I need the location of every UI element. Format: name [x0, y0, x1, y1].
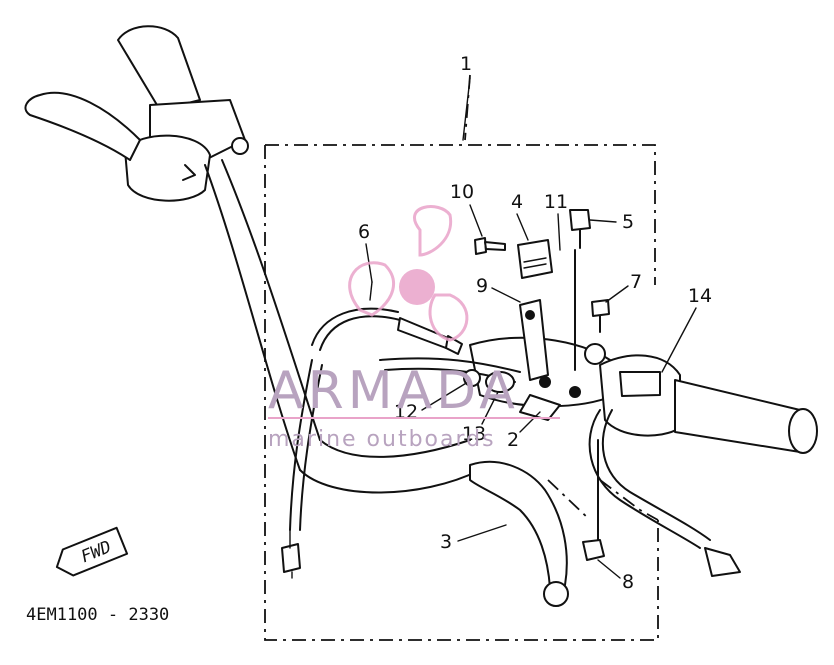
callout-10: 10 [450, 181, 483, 237]
part-number-9: 9 [476, 275, 488, 297]
part-number-3: 3 [440, 531, 452, 553]
right-handlebar-switch [584, 343, 818, 454]
switch-lead-wire [281, 359, 323, 579]
propeller-logo-icon [348, 205, 469, 342]
fwd-direction-tag: FWD [55, 526, 129, 577]
callout-7: 7 [605, 271, 642, 303]
callout-11: 11 [544, 191, 568, 251]
part-number-13: 13 [462, 423, 486, 445]
clutch-switch [517, 239, 576, 381]
watermark-brand: ARMADA [268, 361, 519, 421]
callout-2: 2 [507, 411, 541, 451]
callout-8: 8 [597, 559, 634, 593]
part-number-11: 11 [544, 191, 568, 213]
callout-9: 9 [476, 275, 521, 303]
bolt-5 [569, 209, 591, 249]
callout-3: 3 [440, 524, 507, 553]
part-number-10: 10 [450, 181, 474, 203]
left-handlebar-assembly [24, 25, 481, 494]
bolt-7 [591, 299, 610, 333]
armada-watermark: ARMADA marine outboards [268, 205, 560, 452]
clutch-cable [311, 281, 463, 355]
screw-10 [474, 237, 506, 255]
nut-8 [582, 539, 605, 561]
callout-5: 5 [589, 211, 634, 233]
callout-14: 14 [661, 285, 712, 373]
part-number-1: 1 [460, 53, 472, 75]
part-number-4: 4 [511, 191, 523, 213]
part-number-7: 7 [630, 271, 642, 293]
part-number-14: 14 [688, 285, 712, 307]
part-number-5: 5 [622, 211, 634, 233]
callout-4: 4 [511, 191, 529, 241]
part-number-2: 2 [507, 429, 519, 451]
throttle-cable [588, 409, 741, 577]
callout-6: 6 [358, 221, 373, 283]
drawing-code: 4EM1100 - 2330 [26, 605, 169, 625]
watermark-tagline: marine outboards [268, 427, 496, 452]
part-number-6: 6 [358, 221, 370, 243]
clutch-lever [469, 460, 569, 607]
part-number-8: 8 [622, 571, 634, 593]
part-1-callout: 1 [460, 53, 472, 141]
